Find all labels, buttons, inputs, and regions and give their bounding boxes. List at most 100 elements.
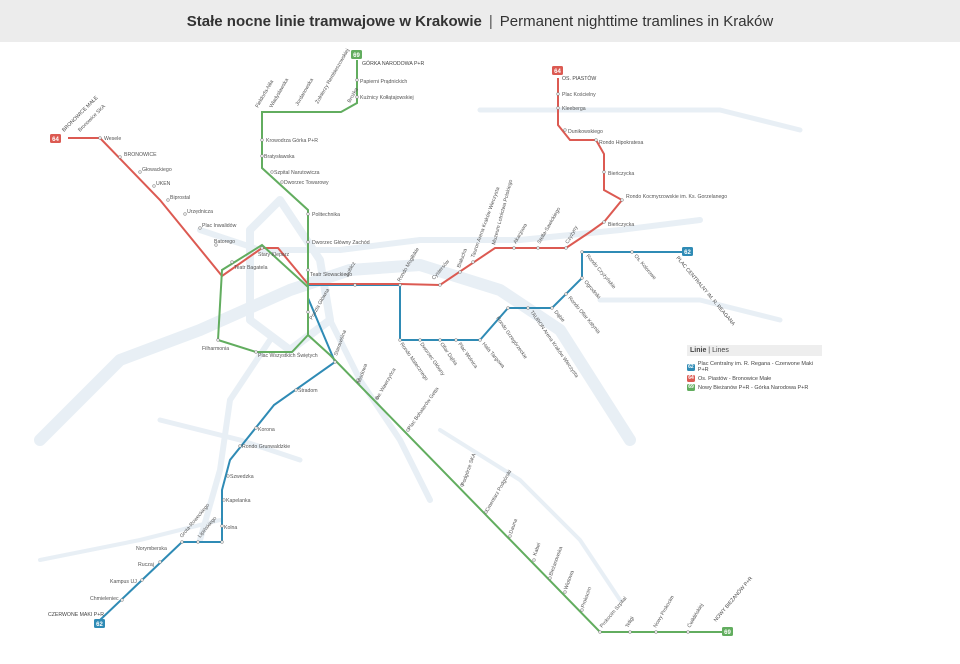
line-64-stop-labels: Plac Kościelny Kleeberga Dunikowskiego R… — [77, 92, 727, 359]
svg-text:Papierni Prądnickich: Papierni Prądnickich — [360, 79, 407, 85]
svg-text:Dworzec Główny Zachód: Dworzec Główny Zachód — [312, 240, 370, 246]
title-polish: Stałe nocne linie tramwajowe w Krakowie — [186, 12, 482, 30]
svg-text:Teligi: Teligi — [625, 616, 636, 629]
legend-text-62: Plac Centralny im. R. Regana - Czerwone … — [697, 361, 814, 373]
svg-text:Chmieleniec: Chmieleniec — [90, 596, 119, 602]
stop-markers — [98, 78, 690, 634]
legend-title-pl: Linie — [690, 347, 707, 354]
svg-text:Urzędnicza: Urzędnicza — [187, 209, 213, 215]
legend-badge-64: 64 — [687, 375, 695, 382]
legend-item-69[interactable]: 69 Nowy Bieżanów P+R - Górka Narodowa P+… — [687, 384, 822, 391]
svg-text:Jordanowska: Jordanowska — [295, 77, 316, 107]
legend-text-69: Nowy Bieżanów P+R - Górka Narodowa P+R — [698, 384, 809, 391]
svg-text:Ofiar Dąbia: Ofiar Dąbia — [438, 342, 458, 367]
svg-text:Stary Kleparz: Stary Kleparz — [258, 252, 290, 258]
svg-text:Prokocim: Prokocim — [580, 586, 593, 608]
svg-text:Ruczaj: Ruczaj — [138, 562, 154, 568]
svg-text:Cmentarz Podgórski: Cmentarz Podgórski — [485, 469, 514, 513]
terminal-nowy-biezanow: NOWY BIEŻANÓW P+R — [712, 575, 754, 623]
line-69-stop-labels: Papierni Prądnickich Kuźnicy Kołłątajows… — [255, 47, 706, 629]
map-title: Stałe nocne linie tramwajowe w Krakowie … — [0, 0, 960, 42]
svg-text:Rondo Grzegórzeckie: Rondo Grzegórzeckie — [494, 316, 528, 361]
terminal-czerwone-maki: CZERWONE MAKI P+R — [48, 612, 104, 618]
svg-text:Kleeberga: Kleeberga — [562, 106, 586, 112]
svg-text:Korona: Korona — [258, 427, 275, 433]
title-separator: | — [488, 12, 493, 30]
legend-title-en: Lines — [712, 347, 729, 354]
badge-64-left[interactable]: 64 — [50, 134, 61, 143]
line-64-route[interactable] — [68, 78, 624, 287]
line-69-route[interactable] — [216, 60, 727, 633]
svg-text:Plac Inwalidów: Plac Inwalidów — [202, 223, 237, 229]
legend-badge-62: 62 — [687, 363, 695, 371]
svg-text:Teatr Słowackiego: Teatr Słowackiego — [310, 272, 352, 278]
svg-text:Plac Bohaterów Getta: Plac Bohaterów Getta — [407, 386, 441, 431]
svg-text:Nowy Prokocim: Nowy Prokocim — [653, 595, 676, 629]
legend-item-64[interactable]: 64 Os. Piastów - Bronowice Małe — [687, 375, 822, 382]
svg-text:Szwedzka: Szwedzka — [230, 474, 254, 480]
svg-text:Plac Kościelny: Plac Kościelny — [562, 92, 596, 98]
svg-text:69: 69 — [353, 53, 360, 59]
svg-text:Krowodrza Górka P+R: Krowodrza Górka P+R — [266, 138, 318, 144]
svg-text:Stradom: Stradom — [298, 388, 318, 394]
svg-text:Wlotowa: Wlotowa — [563, 570, 575, 591]
svg-text:Batorego: Batorego — [214, 239, 235, 245]
svg-text:62: 62 — [684, 250, 691, 256]
svg-text:Os. Kolorowe: Os. Kolorowe — [632, 253, 657, 281]
legend-text-64: Os. Piastów - Bronowice Małe — [698, 375, 772, 382]
svg-text:UKEN: UKEN — [156, 181, 171, 187]
svg-text:Wesele: Wesele — [104, 136, 121, 142]
badge-69-top[interactable]: 69 — [351, 50, 362, 59]
legend-title: Linie | Lines — [687, 345, 822, 356]
svg-text:62: 62 — [96, 622, 103, 628]
legend: Linie | Lines 62 Plac Centralny im. R. R… — [687, 345, 822, 393]
badge-64-top[interactable]: 64 — [552, 66, 563, 75]
legend-title-separator: | — [708, 347, 711, 354]
svg-text:Rondo Grunwaldzkie: Rondo Grunwaldzkie — [242, 444, 290, 450]
svg-text:Kampus UJ: Kampus UJ — [110, 579, 137, 585]
svg-text:Kabel: Kabel — [532, 542, 542, 557]
badge-69-bottom[interactable]: 69 — [722, 627, 733, 636]
badge-62-bottom[interactable]: 62 — [94, 619, 105, 628]
svg-text:Bieńczycka: Bieńczycka — [608, 171, 634, 177]
svg-text:Filharmonia: Filharmonia — [202, 346, 229, 352]
svg-text:Ogrodniki: Ogrodniki — [582, 279, 601, 300]
svg-text:Plac Wolnica: Plac Wolnica — [456, 342, 478, 370]
svg-text:Żołnierzy Rembieszowskiej: Żołnierzy Rembieszowskiej — [314, 47, 351, 105]
svg-text:Ćwiklińskiej: Ćwiklińskiej — [686, 602, 705, 629]
svg-text:69: 69 — [724, 630, 731, 636]
svg-text:Kolna: Kolna — [224, 525, 237, 531]
tram-network-map[interactable]: 69 69 64 64 62 62 GÓRKA NARODOWA P+R OS.… — [0, 42, 960, 664]
svg-text:Rondo Hipokratesa: Rondo Hipokratesa — [599, 140, 644, 146]
svg-text:64: 64 — [554, 69, 561, 75]
svg-text:Dunikowskiego: Dunikowskiego — [568, 129, 603, 135]
legend-item-62[interactable]: 62 Plac Centralny im. R. Regana - Czerwo… — [687, 361, 822, 373]
legend-badge-69: 69 — [687, 384, 695, 391]
svg-text:Teatr Bagatela: Teatr Bagatela — [234, 265, 268, 271]
svg-text:Podgórze SKA: Podgórze SKA — [460, 452, 477, 487]
svg-text:Biprostal: Biprostal — [170, 195, 190, 201]
svg-text:Bieżanowska: Bieżanowska — [548, 546, 564, 577]
svg-text:Prokocim Szpital: Prokocim Szpital — [599, 596, 628, 629]
svg-text:Kuźnicy Kołłątajowskiej: Kuźnicy Kołłątajowskiej — [360, 95, 414, 101]
background-network — [34, 107, 803, 602]
title-english: Permanent nighttime tramlines in Kraków — [499, 12, 774, 30]
svg-text:Hala Targowa: Hala Targowa — [480, 341, 505, 369]
svg-text:Głowackiego: Głowackiego — [142, 167, 172, 173]
svg-text:św. Wawrzyńca: św. Wawrzyńca — [375, 367, 398, 401]
terminal-plac-centralny: PLAC CENTRALNY IM. R. REAGANA — [674, 255, 736, 327]
svg-text:Białucha: Białucha — [456, 248, 468, 269]
terminal-gorka-narodowa: GÓRKA NARODOWA P+R — [362, 60, 424, 67]
svg-text:Plac Wszystkich Świętych: Plac Wszystkich Świętych — [258, 351, 318, 359]
svg-text:Bratysławska: Bratysławska — [264, 154, 295, 160]
svg-text:Kapelanka: Kapelanka — [226, 498, 251, 504]
svg-text:Rondo Kocmyrzowskie im. Ks. Go: Rondo Kocmyrzowskie im. Ks. Gorzelanego — [626, 194, 727, 200]
terminal-os-piastow: OS. PIASTÓW — [562, 75, 596, 82]
badge-62-right[interactable]: 62 — [682, 247, 693, 256]
svg-text:Bieńczycka: Bieńczycka — [608, 222, 634, 228]
svg-text:Dworzec Towarowy: Dworzec Towarowy — [284, 180, 329, 186]
svg-text:BRONOWICE: BRONOWICE — [124, 152, 157, 158]
svg-text:Dauna: Dauna — [508, 518, 519, 535]
svg-text:Rondo Ofiar Katynia: Rondo Ofiar Katynia — [566, 295, 601, 335]
svg-text:64: 64 — [52, 137, 59, 143]
